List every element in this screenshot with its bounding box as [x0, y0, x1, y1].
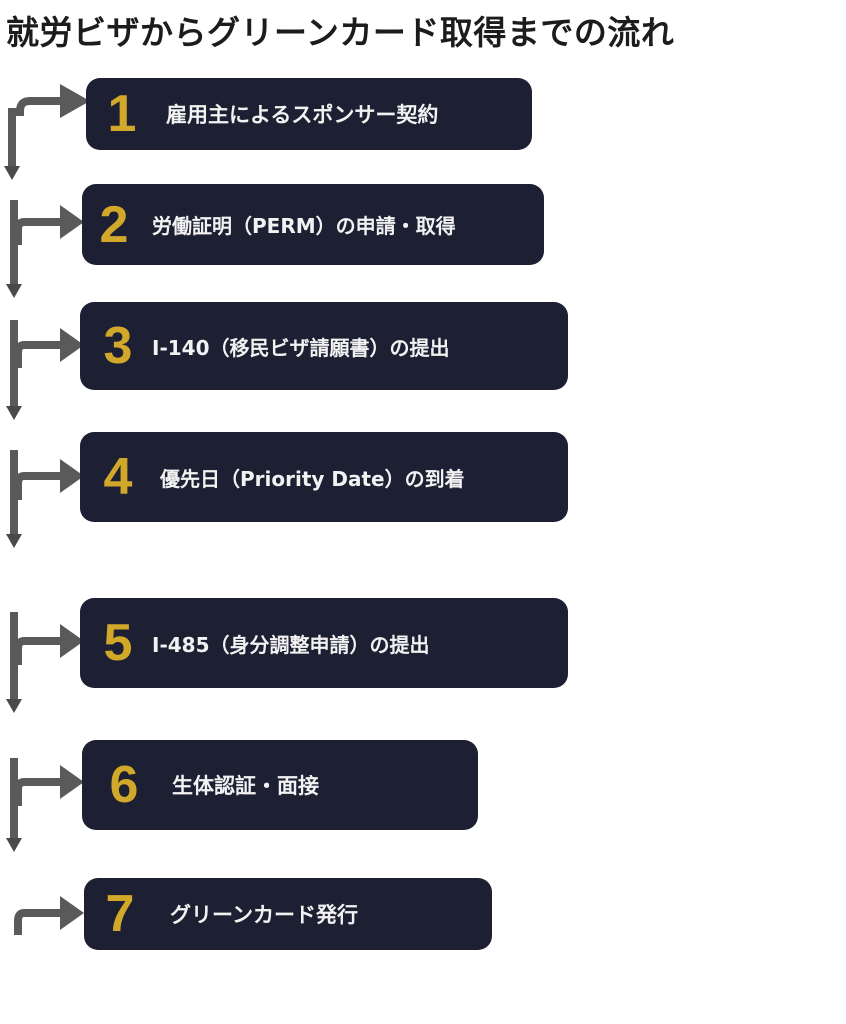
flow-arrow-7 — [14, 896, 84, 935]
step-3-label: I-140（移民ビザ請願書）の提出 — [152, 335, 450, 360]
step-7-label: グリーンカード発行 — [170, 903, 358, 927]
step-7-box: 7 グリーンカード発行 — [84, 878, 492, 950]
step-2-box: 2 労働証明（PERM）の申請・取得 — [82, 184, 544, 265]
step-1-box: 1 雇用主によるスポンサー契約 — [86, 78, 532, 150]
step-7-number: 7 — [105, 885, 135, 943]
step-6-number: 6 — [109, 756, 139, 814]
flow-arrow-5 — [6, 612, 84, 713]
flow-arrow-4 — [6, 450, 84, 548]
step-6-box: 6 生体認証・面接 — [82, 740, 478, 830]
step-2-label: 労働証明（PERM）の申請・取得 — [152, 214, 456, 238]
page-title: 就労ビザからグリーンカード取得までの流れ — [6, 13, 675, 52]
flow-arrow-3 — [6, 320, 84, 420]
step-1-number: 1 — [107, 85, 137, 143]
step-4-label: 優先日（Priority Date）の到着 — [160, 466, 465, 491]
flow-arrow-2 — [6, 200, 84, 298]
step-6-label: 生体認証・面接 — [172, 774, 319, 798]
step-5-label: I-485（身分調整申請）の提出 — [152, 632, 430, 657]
flow-arrow-1 — [4, 84, 90, 180]
step-3-number: 3 — [103, 317, 133, 375]
step-2-number: 2 — [99, 195, 129, 254]
flow-arrow-6 — [6, 758, 84, 852]
step-1-label: 雇用主によるスポンサー契約 — [166, 103, 439, 127]
step-5-number: 5 — [103, 614, 133, 672]
step-5-box: 5 I-485（身分調整申請）の提出 — [80, 598, 568, 688]
step-4-number: 4 — [103, 448, 133, 506]
step-4-box: 4 優先日（Priority Date）の到着 — [80, 432, 568, 522]
step-3-box: 3 I-140（移民ビザ請願書）の提出 — [80, 302, 568, 390]
